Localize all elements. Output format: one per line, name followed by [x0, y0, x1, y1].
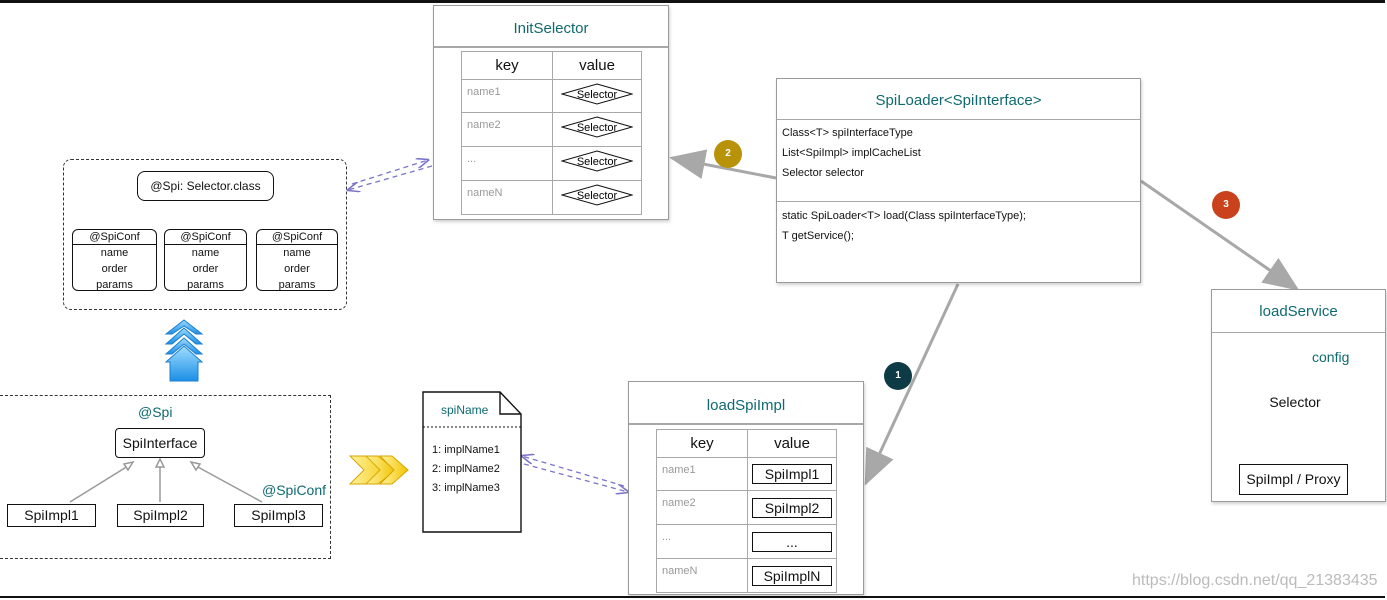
spi-name-title: spiName	[441, 403, 489, 417]
spi-loader-field: Class<T> spiInterfaceType	[782, 127, 913, 139]
table-header-value: value	[747, 429, 837, 458]
selector-label: Selector	[577, 156, 618, 168]
spi-loader-method: T getService();	[782, 230, 854, 242]
selector-label: Selector	[577, 122, 618, 134]
spi-impl-box: SpiImpl2	[117, 504, 204, 527]
load-spi-impl-title: loadSpiImpl	[706, 397, 786, 414]
spi-loader-title: SpiLoader<SpiInterface>	[875, 92, 1042, 109]
spi-conf-card: @SpiConf name order params	[256, 229, 338, 291]
spi-impl-box: SpiImpl3	[234, 504, 323, 527]
dashed-link-spi-name	[523, 463, 628, 492]
spi-conf-card: @SpiConf name order params	[164, 229, 247, 291]
spi-loader-field: List<SpiImpl> implCacheList	[782, 147, 921, 159]
spi-impl-cell: ...	[752, 531, 832, 552]
spi-name-line: 3: implName3	[432, 482, 500, 494]
spiconf-label: @SpiConf	[262, 482, 327, 498]
spi-impl-proxy-box: SpiImpl / Proxy	[1239, 464, 1348, 495]
step-badge: 1	[884, 362, 912, 390]
table-header-key: key	[656, 429, 748, 458]
spi-impl-cell: SpiImpl2	[752, 497, 832, 518]
table-row: ......	[656, 524, 837, 559]
spi-name-line: 1: implName1	[432, 444, 500, 456]
spi-loader-field: Selector selector	[782, 167, 864, 179]
right-chevrons-icon	[348, 455, 409, 485]
dashed-link-init-selector	[348, 165, 433, 190]
spi-name-line: 2: implName2	[432, 463, 500, 475]
spi-loader-box: SpiLoader<SpiInterface> Class<T> spiInte…	[776, 78, 1141, 283]
selector-label: Selector	[577, 89, 618, 101]
table-header-key: key	[461, 51, 553, 80]
arrow-to-init-selector	[669, 149, 777, 180]
selector-label: Selector	[1269, 394, 1321, 410]
load-service-box: loadService config Selector SpiImpl / Pr…	[1211, 289, 1386, 502]
table-row: ...Selector	[461, 146, 642, 181]
selector-label: Selector	[577, 190, 618, 202]
step-badge: 2	[714, 140, 742, 168]
load-service-title: loadService	[1259, 303, 1338, 320]
init-selector-title: InitSelector	[513, 20, 589, 37]
spi-hierarchy-panel: @Spi SpiInterface @SpiConf SpiImpl1 SpiI…	[0, 395, 331, 559]
spi-impl-cell: SpiImplN	[752, 565, 832, 586]
inheritance-arrows	[69, 457, 263, 503]
spi-loader-method: static SpiLoader<T> load(Class spiInterf…	[782, 210, 1026, 222]
config-label: config	[1312, 349, 1350, 365]
spi-label: @Spi	[138, 404, 173, 420]
spi-interface-box: SpiInterface	[115, 428, 205, 458]
watermark: https://blog.csdn.net/qq_21383435	[1132, 572, 1378, 589]
spi-impl-cell: SpiImpl1	[752, 464, 832, 484]
spi-impl-box: SpiImpl1	[7, 504, 96, 527]
spi-annotation-header: @Spi: Selector.class	[137, 171, 274, 201]
step-badge: 3	[1212, 191, 1240, 219]
up-chevrons-icon	[164, 319, 204, 382]
spi-annotation-panel: @Spi: Selector.class @SpiConf name order…	[63, 159, 347, 310]
arrow-to-load-spi-impl	[864, 283, 960, 486]
arrow-to-load-service	[1140, 179, 1300, 291]
table-header-value: value	[552, 51, 642, 80]
spi-conf-card: @SpiConf name order params	[72, 229, 157, 291]
